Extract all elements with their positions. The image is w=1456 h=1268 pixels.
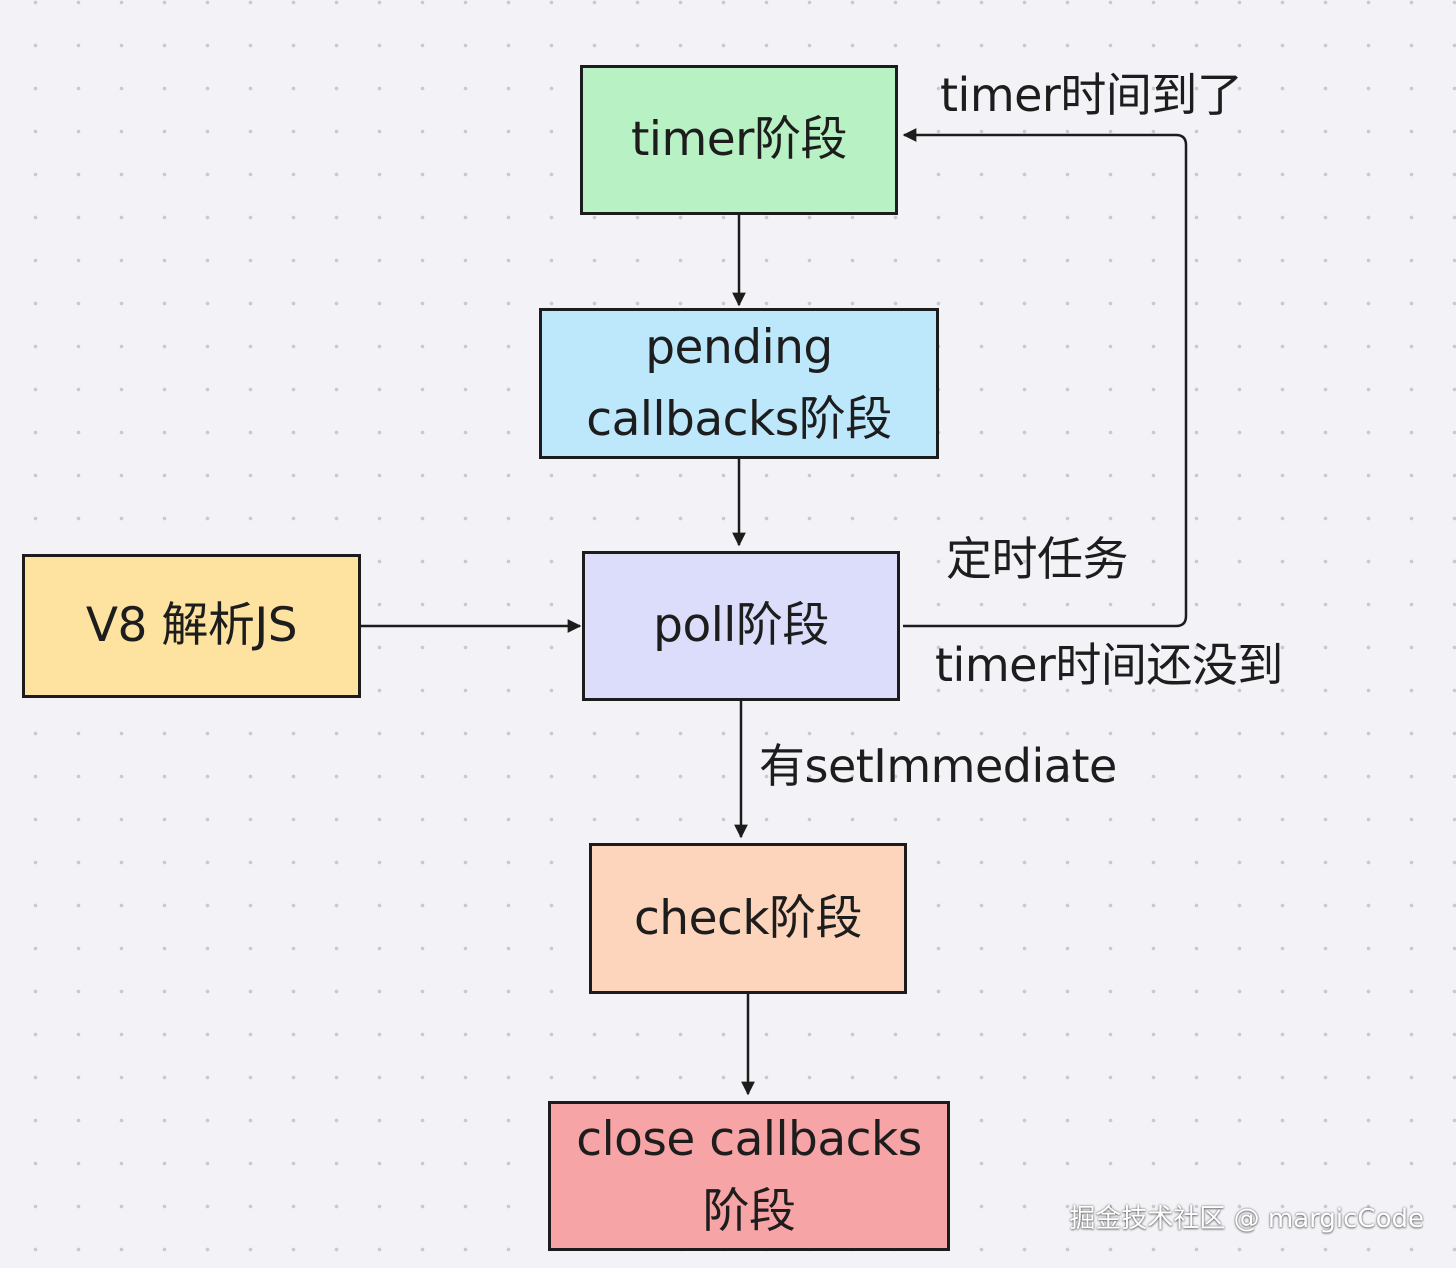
check-phase-node: check阶段 (589, 843, 907, 994)
label-timer-task: 定时任务 (946, 532, 1129, 586)
poll-phase-label: poll阶段 (653, 598, 829, 653)
close-callbacks-phase-node: close callbacks 阶段 (548, 1101, 950, 1251)
timer-phase-label: timer阶段 (630, 112, 848, 167)
pending-callbacks-label-line-1: pending (645, 319, 833, 375)
check-phase-label: check阶段 (633, 890, 863, 946)
v8-parse-js-node: V8 解析JS (22, 554, 361, 698)
pending-callbacks-label-line-2: callbacks阶段 (586, 391, 892, 447)
label-timer-reached: timer时间到了 (940, 68, 1243, 122)
label-timer-not-reached: timer时间还没到 (935, 638, 1283, 692)
close-callbacks-label-line-2: 阶段 (702, 1184, 797, 1239)
close-callbacks-label-line-1: close callbacks (576, 1112, 922, 1167)
timer-phase-node: timer阶段 (580, 65, 898, 215)
arrow-poll-back-to-timer (902, 128, 1188, 628)
watermark-text: 掘金技术社区 @ margicCode (1069, 1204, 1424, 1234)
pending-callbacks-phase-node: pending callbacks阶段 (539, 308, 939, 459)
poll-phase-node: poll阶段 (582, 551, 900, 701)
label-has-setimmediate: 有setImmediate (759, 739, 1117, 793)
v8-parse-js-label: V8 解析JS (85, 598, 298, 653)
